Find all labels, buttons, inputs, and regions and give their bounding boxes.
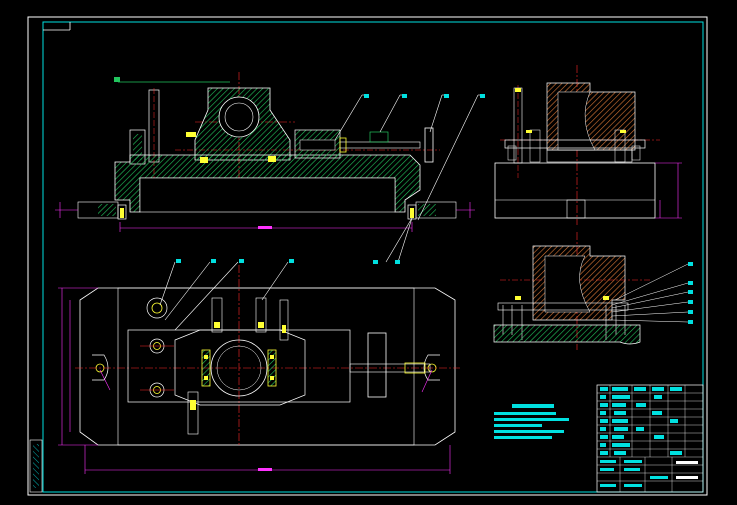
section-view [493,232,693,350]
sheet-border [27,16,708,496]
top-view [58,94,485,474]
front-view [55,72,484,264]
title-block [596,384,704,493]
margin-stamp [29,439,43,493]
side-view [494,65,682,225]
technical-notes [494,404,569,439]
